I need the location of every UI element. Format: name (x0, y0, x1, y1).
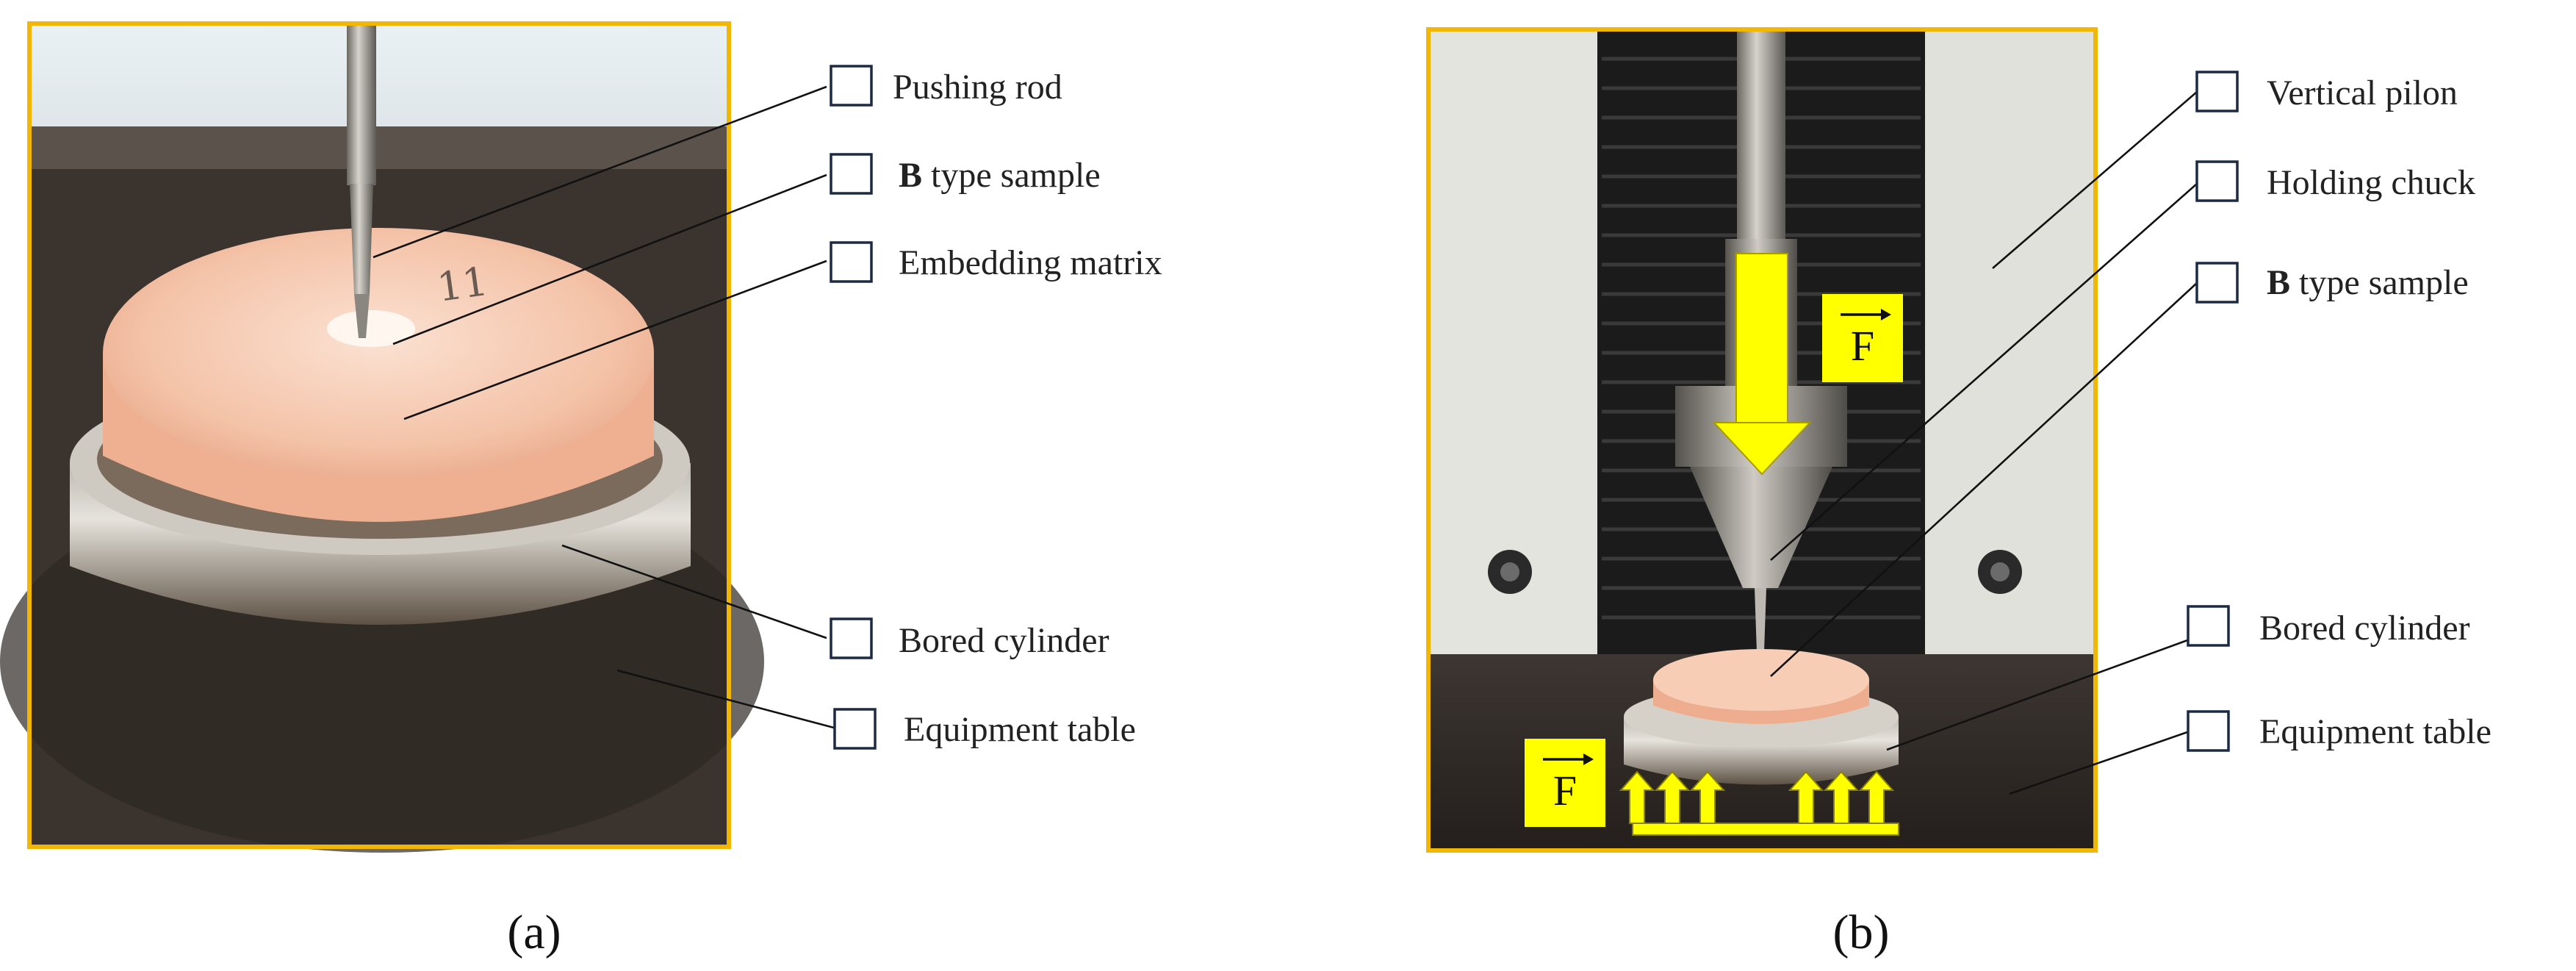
label-equipment-table-a: Equipment table (904, 710, 1136, 749)
label-holding-chuck: Holding chuck (2267, 163, 2475, 202)
label-b-type-sample-a: B type sample (899, 156, 1101, 195)
label-pushing-rod: Pushing rod (893, 68, 1062, 107)
reaction-arrows (1619, 770, 1899, 836)
panel-a-photo: 11 (0, 21, 764, 853)
b-type-sample-disc-b (1653, 649, 1869, 724)
force-label-bottom: F (1525, 739, 1605, 827)
caption-b: (b) (1833, 906, 1890, 959)
svg-text:11: 11 (434, 258, 491, 311)
force-label-top: F (1822, 294, 1903, 382)
checkbox-bored-cylinder-a[interactable] (830, 617, 873, 659)
panel-b-frame (1426, 27, 2098, 853)
checkbox-holding-chuck[interactable] (2195, 160, 2239, 202)
label-vertical-pilon: Vertical pilon (2267, 74, 2458, 112)
caption-a: (a) (507, 906, 561, 959)
force-arrow-down (1712, 253, 1812, 476)
label-bored-cylinder-a: Bored cylinder (899, 621, 1109, 660)
b-type-sample-disc-a: 11 (103, 228, 654, 522)
label-b-type-sample-b: B type sample (2267, 263, 2469, 302)
checkbox-bored-cylinder-b[interactable] (2187, 605, 2230, 647)
checkbox-pushing-rod[interactable] (830, 65, 873, 107)
panel-a-labels: Pushing rod B type sample Embedding matr… (373, 65, 1162, 750)
checkbox-equipment-table-a[interactable] (833, 708, 877, 750)
panel-b-labels: Vertical pilon Holding chuck B type samp… (1770, 71, 2492, 795)
checkbox-vertical-pilon[interactable] (2195, 71, 2239, 112)
force-symbol-bottom: F (1553, 767, 1577, 814)
checkbox-embedding-matrix[interactable] (830, 241, 873, 283)
checkbox-equipment-table-b[interactable] (2187, 710, 2230, 752)
panel-b-photo: F F (1426, 27, 2098, 853)
label-equipment-table-b: Equipment table (2259, 712, 2492, 751)
label-bored-cylinder-b: Bored cylinder (2259, 609, 2470, 648)
label-embedding-matrix: Embedding matrix (899, 243, 1162, 282)
panel-a-frame (27, 21, 731, 849)
checkbox-b-type-sample-b[interactable] (2195, 262, 2239, 304)
force-symbol-top: F (1851, 322, 1874, 370)
pushing-rod-a (347, 24, 376, 338)
checkbox-b-type-sample-a[interactable] (830, 153, 873, 195)
